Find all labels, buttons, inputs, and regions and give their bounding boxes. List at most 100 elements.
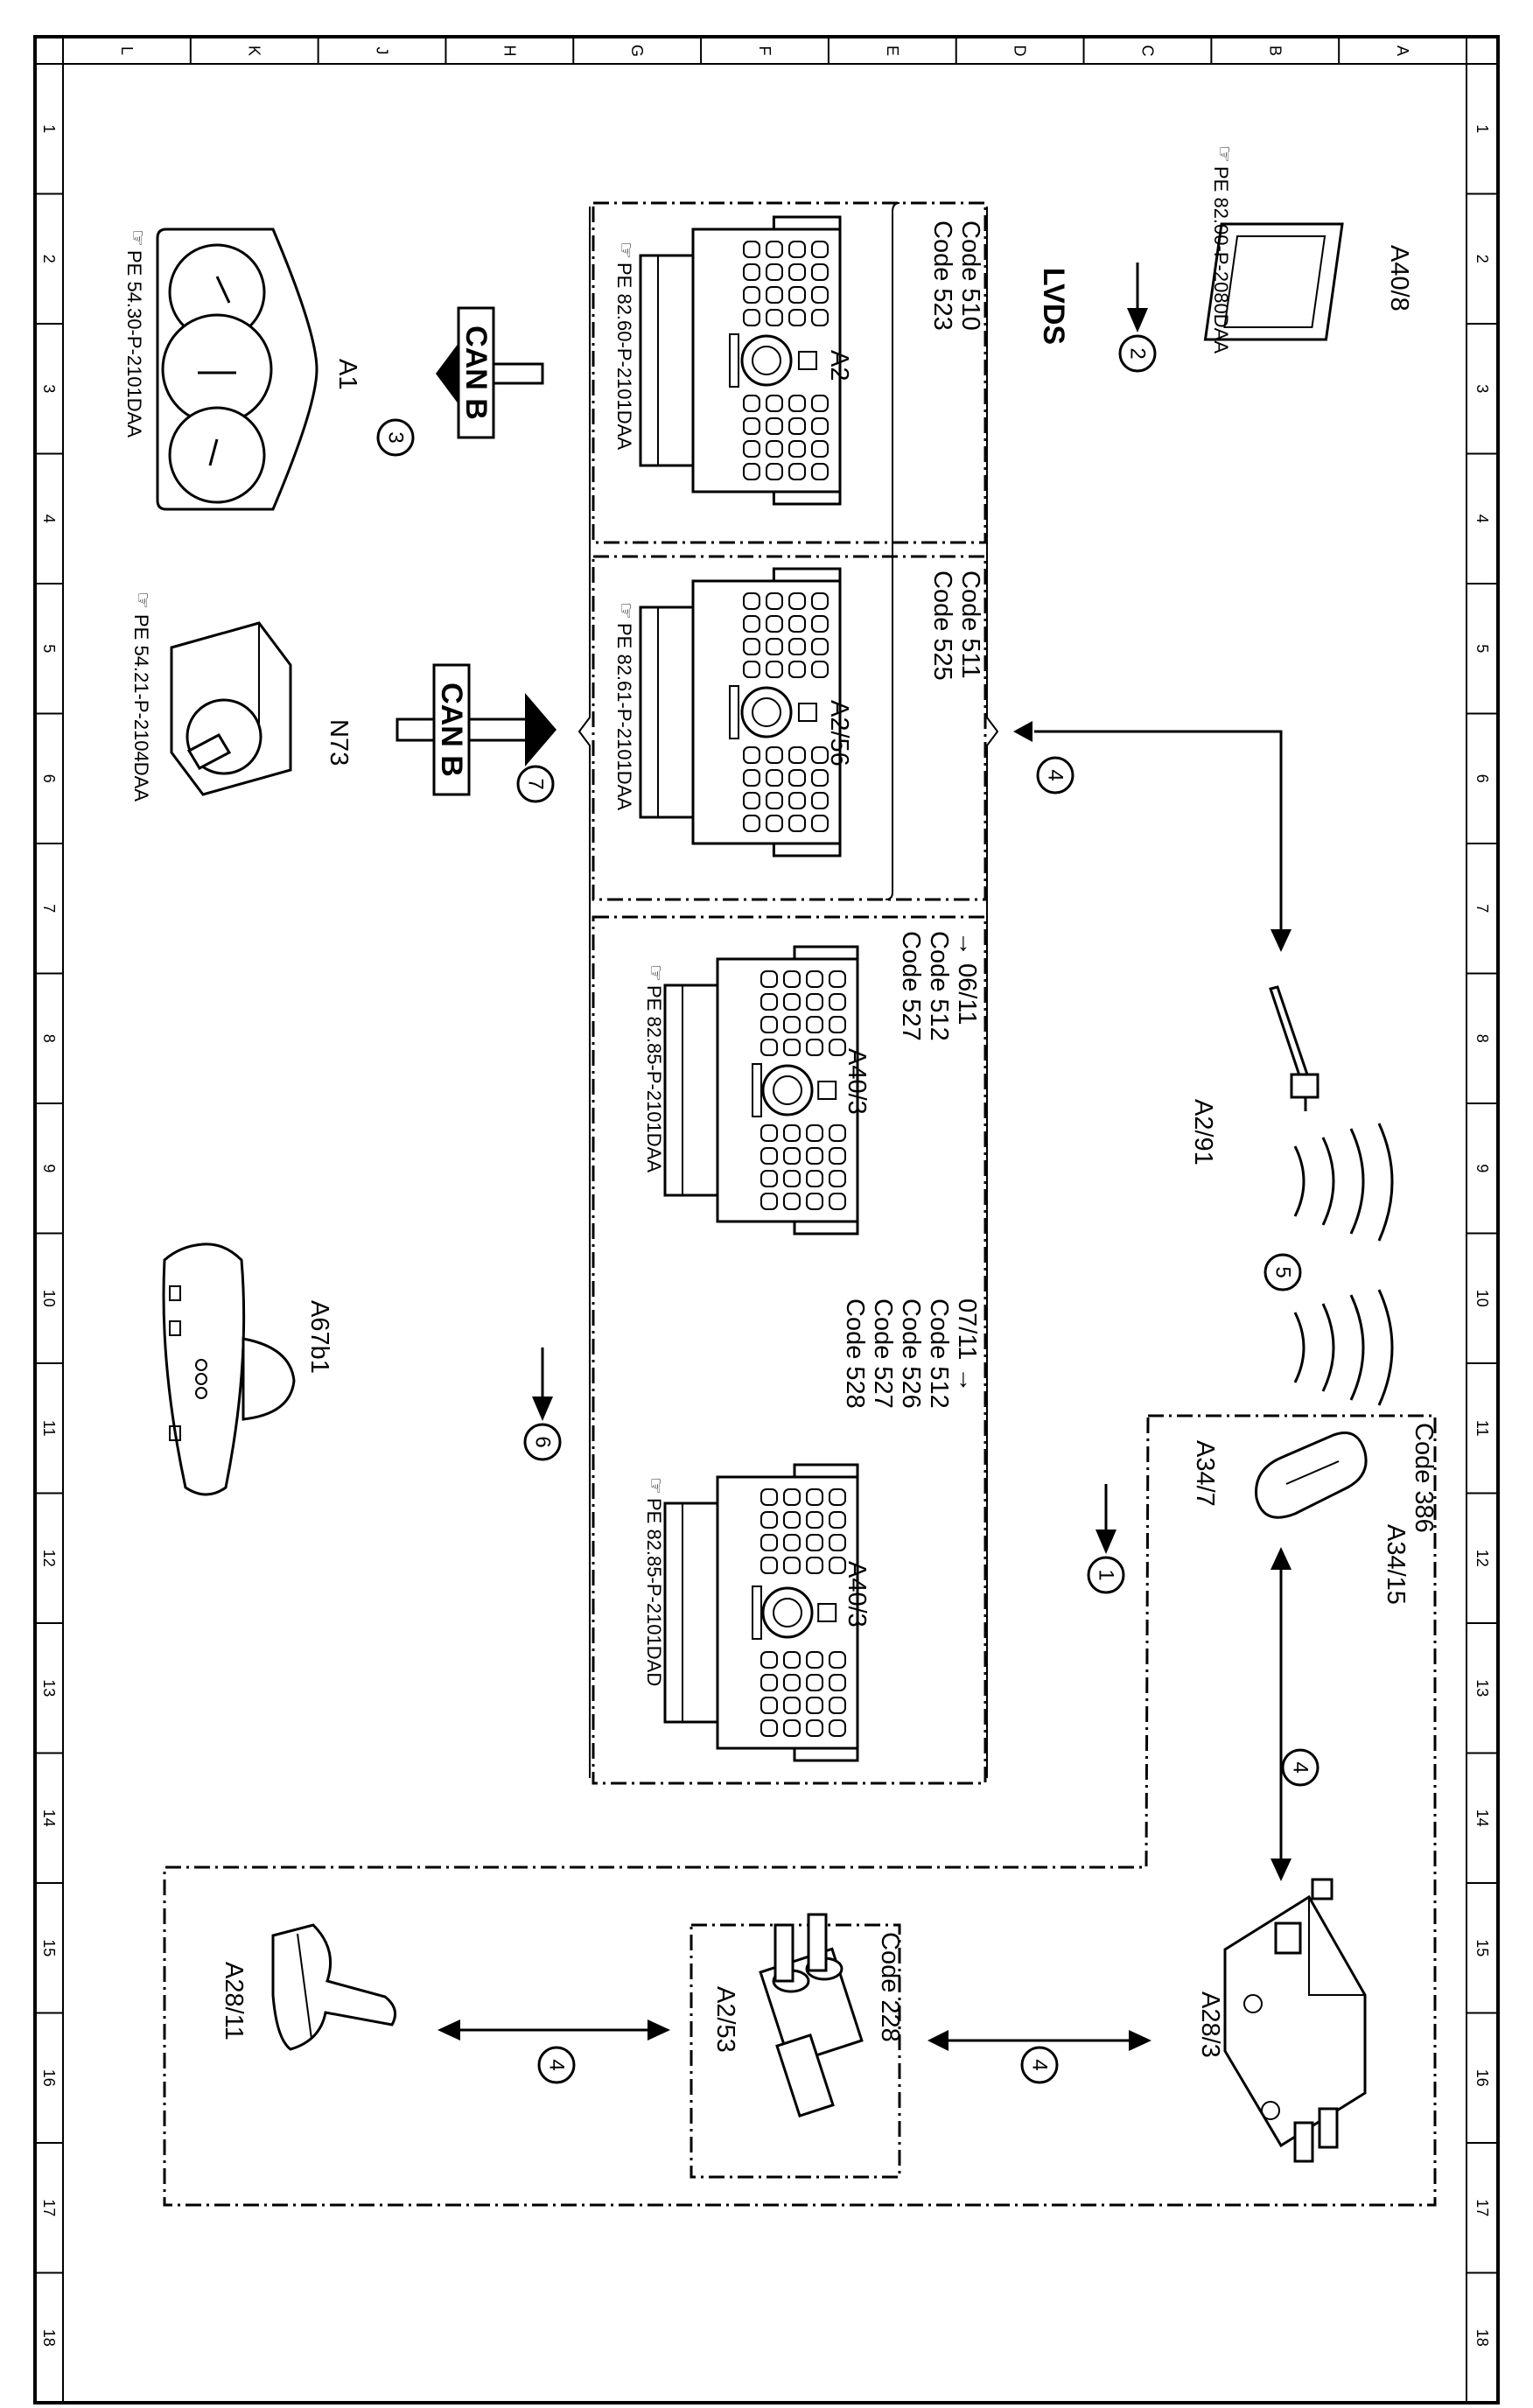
a2-56-ref: PE 82.61-P-2101DAA bbox=[613, 623, 635, 810]
connection-6 bbox=[532, 1348, 553, 1421]
a1-instrument-cluster-drawing bbox=[156, 228, 318, 511]
column-label: A bbox=[1394, 46, 1411, 56]
marker-7-number: 7 bbox=[524, 778, 548, 789]
connection-4-a34-a28 bbox=[1270, 1547, 1292, 1881]
a67b1-mirror-drawing bbox=[162, 1242, 296, 1496]
a2-ref: PE 82.60-P-2101DAA bbox=[613, 262, 635, 450]
row-label-right: 14 bbox=[1474, 1810, 1491, 1827]
row-label-left: 6 bbox=[40, 774, 58, 783]
a40-8-ref: PE 82.00-P-2080DAA bbox=[1210, 166, 1232, 354]
a40-3-early-code-3: Code 527 bbox=[897, 931, 925, 1041]
marker-5-number: 5 bbox=[1271, 1266, 1295, 1278]
row-label-right: 18 bbox=[1474, 2329, 1491, 2347]
column-label: D bbox=[1012, 46, 1029, 57]
column-label: H bbox=[500, 46, 518, 57]
a1-ref: PE 54.30-P-2101DAA bbox=[123, 250, 145, 438]
can-b-label-3: CAN B bbox=[459, 326, 493, 420]
marker-7-circle bbox=[516, 765, 555, 803]
row-label-right: 8 bbox=[1474, 1034, 1491, 1043]
a2-91-label: A2/91 bbox=[1189, 1099, 1217, 1166]
left-brace bbox=[578, 206, 591, 1778]
a34-15-label: A34/15 bbox=[1382, 1524, 1410, 1605]
a1-label: A1 bbox=[333, 359, 361, 389]
row-label-right: 7 bbox=[1474, 904, 1491, 913]
row-label-left: 14 bbox=[40, 1810, 58, 1827]
marker-6-number: 6 bbox=[531, 1436, 555, 1447]
row-label-right: 6 bbox=[1474, 774, 1491, 783]
a40-3-late-book-icon: ☞ bbox=[645, 1477, 667, 1494]
row-label-left: 7 bbox=[40, 904, 58, 913]
row-label-right: 10 bbox=[1474, 1290, 1491, 1307]
marker-4b-circle bbox=[1281, 1748, 1320, 1787]
a2-56-code-2: Code 525 bbox=[928, 570, 956, 681]
a40-3-late-code-4: Code 527 bbox=[869, 1298, 897, 1409]
row-label-left: 4 bbox=[40, 514, 58, 523]
a2-code-1: Code 510 bbox=[956, 220, 984, 331]
a40-3-early-code-2: Code 512 bbox=[925, 931, 953, 1041]
column-label: F bbox=[756, 46, 774, 56]
row-label-left: 3 bbox=[40, 384, 58, 393]
row-label-right: 16 bbox=[1474, 2069, 1491, 2087]
a40-8-display-drawing bbox=[1203, 222, 1344, 341]
a40-3-late-ref: PE 82.85-P-2101DAD bbox=[643, 1498, 665, 1686]
a2-53-module-drawing bbox=[759, 1913, 864, 2118]
connection-4-a28-a253 bbox=[928, 2030, 1152, 2051]
row-label-left: 18 bbox=[40, 2329, 58, 2347]
group-a2-56-box bbox=[592, 555, 987, 901]
column-label: B bbox=[1266, 46, 1284, 56]
a40-3-early-label: A40/3 bbox=[843, 1048, 871, 1115]
a40-3-early-code-1: → 06/11 bbox=[953, 931, 981, 1025]
a40-3-early-ref: PE 82.85-P-2101DAA bbox=[643, 985, 665, 1172]
marker-2-number: 2 bbox=[1126, 347, 1150, 359]
n73-label: N73 bbox=[325, 719, 353, 766]
row-label-left: 17 bbox=[40, 2199, 58, 2216]
marker-4a-circle bbox=[1036, 756, 1074, 794]
column-label: C bbox=[1138, 46, 1156, 57]
a2-56-label: A2/56 bbox=[825, 700, 853, 766]
a40-3-late-code-5: Code 528 bbox=[841, 1298, 869, 1409]
row-label-left: 2 bbox=[40, 255, 58, 263]
row-label-left: 8 bbox=[40, 1034, 58, 1043]
row-label-right: 4 bbox=[1474, 514, 1491, 523]
a40-3-late-code-2: Code 512 bbox=[925, 1298, 953, 1409]
a40-3-late-code-3: Code 526 bbox=[897, 1298, 925, 1409]
row-label-left: 12 bbox=[40, 1550, 58, 1567]
row-ticks bbox=[35, 63, 1498, 2404]
a28-11-label: A28/11 bbox=[220, 1962, 248, 2040]
group-a40-3-box bbox=[592, 915, 987, 1785]
radio-wave-icon-upper bbox=[1293, 1123, 1394, 1242]
a1-book-icon: ☞ bbox=[127, 229, 149, 247]
outer-frame bbox=[33, 35, 1500, 2404]
a2-radio-drawing bbox=[639, 215, 842, 506]
a40-3-early-radio-drawing bbox=[663, 945, 859, 1236]
a2-56-radio-drawing bbox=[639, 567, 842, 858]
a40-8-label: A40/8 bbox=[1385, 245, 1413, 312]
connection-4-antenna bbox=[1013, 721, 1292, 952]
marker-1-circle bbox=[1087, 1556, 1125, 1594]
connection-7-can-b bbox=[396, 663, 556, 796]
marker-4c-circle bbox=[1020, 2046, 1059, 2084]
row-label-right: 15 bbox=[1474, 1939, 1491, 1956]
a28-3-label: A28/3 bbox=[1196, 1992, 1224, 2058]
a2-91-antenna-drawing bbox=[1269, 985, 1320, 1111]
row-label-left: 15 bbox=[40, 1939, 58, 1956]
brace-a2-group bbox=[885, 202, 900, 900]
a40-3-late-radio-drawing bbox=[663, 1463, 859, 1762]
marker-4c-number: 4 bbox=[1028, 2059, 1052, 2070]
row-label-left: 16 bbox=[40, 2069, 58, 2087]
column-label: E bbox=[884, 46, 901, 56]
right-brace bbox=[986, 206, 999, 1778]
row-label-right: 12 bbox=[1474, 1550, 1491, 1567]
n73-book-icon: ☞ bbox=[132, 592, 154, 609]
a40-3-early-book-icon: ☞ bbox=[645, 964, 667, 982]
radio-wave-icon-lower bbox=[1293, 1289, 1394, 1406]
connection-2-lvds bbox=[1127, 262, 1148, 332]
marker-1-number: 1 bbox=[1095, 1569, 1118, 1580]
a2-56-code-1: Code 511 bbox=[956, 570, 984, 679]
marker-3-circle bbox=[376, 418, 415, 457]
n73-ignition-switch-drawing bbox=[170, 621, 292, 796]
a40-3-late-label: A40/3 bbox=[843, 1561, 871, 1628]
row-label-left: 11 bbox=[40, 1420, 58, 1437]
